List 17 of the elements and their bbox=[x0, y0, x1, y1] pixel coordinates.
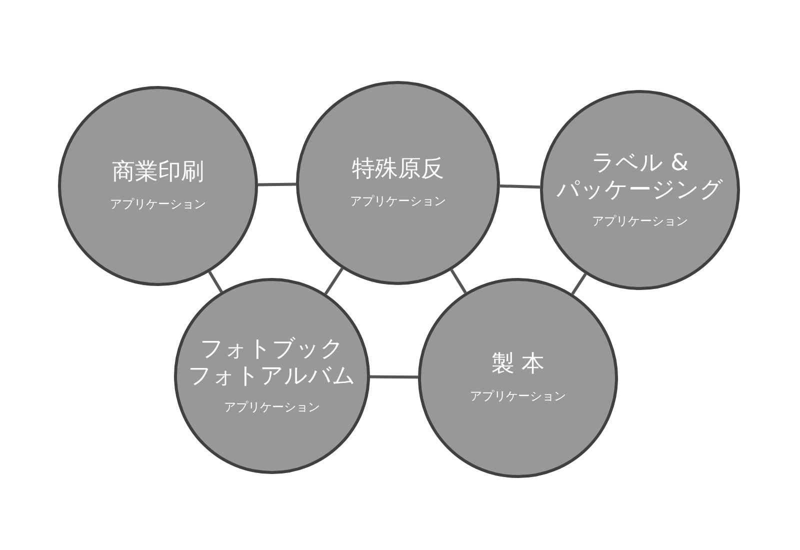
node-title: フォトブックフォトアルバム bbox=[188, 336, 356, 389]
connector-line bbox=[370, 375, 418, 379]
connector-line bbox=[324, 268, 344, 295]
node-title: 製 本 bbox=[491, 351, 545, 378]
node-title: ラベル &パッケージング bbox=[556, 150, 724, 203]
node-subtitle: アプリケーション bbox=[350, 192, 446, 210]
node-title: 特殊原反 bbox=[352, 156, 444, 183]
connector-line bbox=[571, 273, 587, 295]
connector-line bbox=[500, 184, 540, 189]
node-title: 商業印刷 bbox=[112, 159, 204, 186]
node-subtitle: アプリケーション bbox=[224, 398, 320, 416]
node-subtitle: アプリケーション bbox=[592, 212, 688, 230]
connector-line bbox=[208, 270, 223, 293]
connector-line bbox=[258, 182, 296, 186]
connector-line bbox=[450, 269, 467, 294]
node-subtitle: アプリケーション bbox=[470, 388, 566, 405]
node-subtitle: アプリケーション bbox=[110, 196, 206, 213]
